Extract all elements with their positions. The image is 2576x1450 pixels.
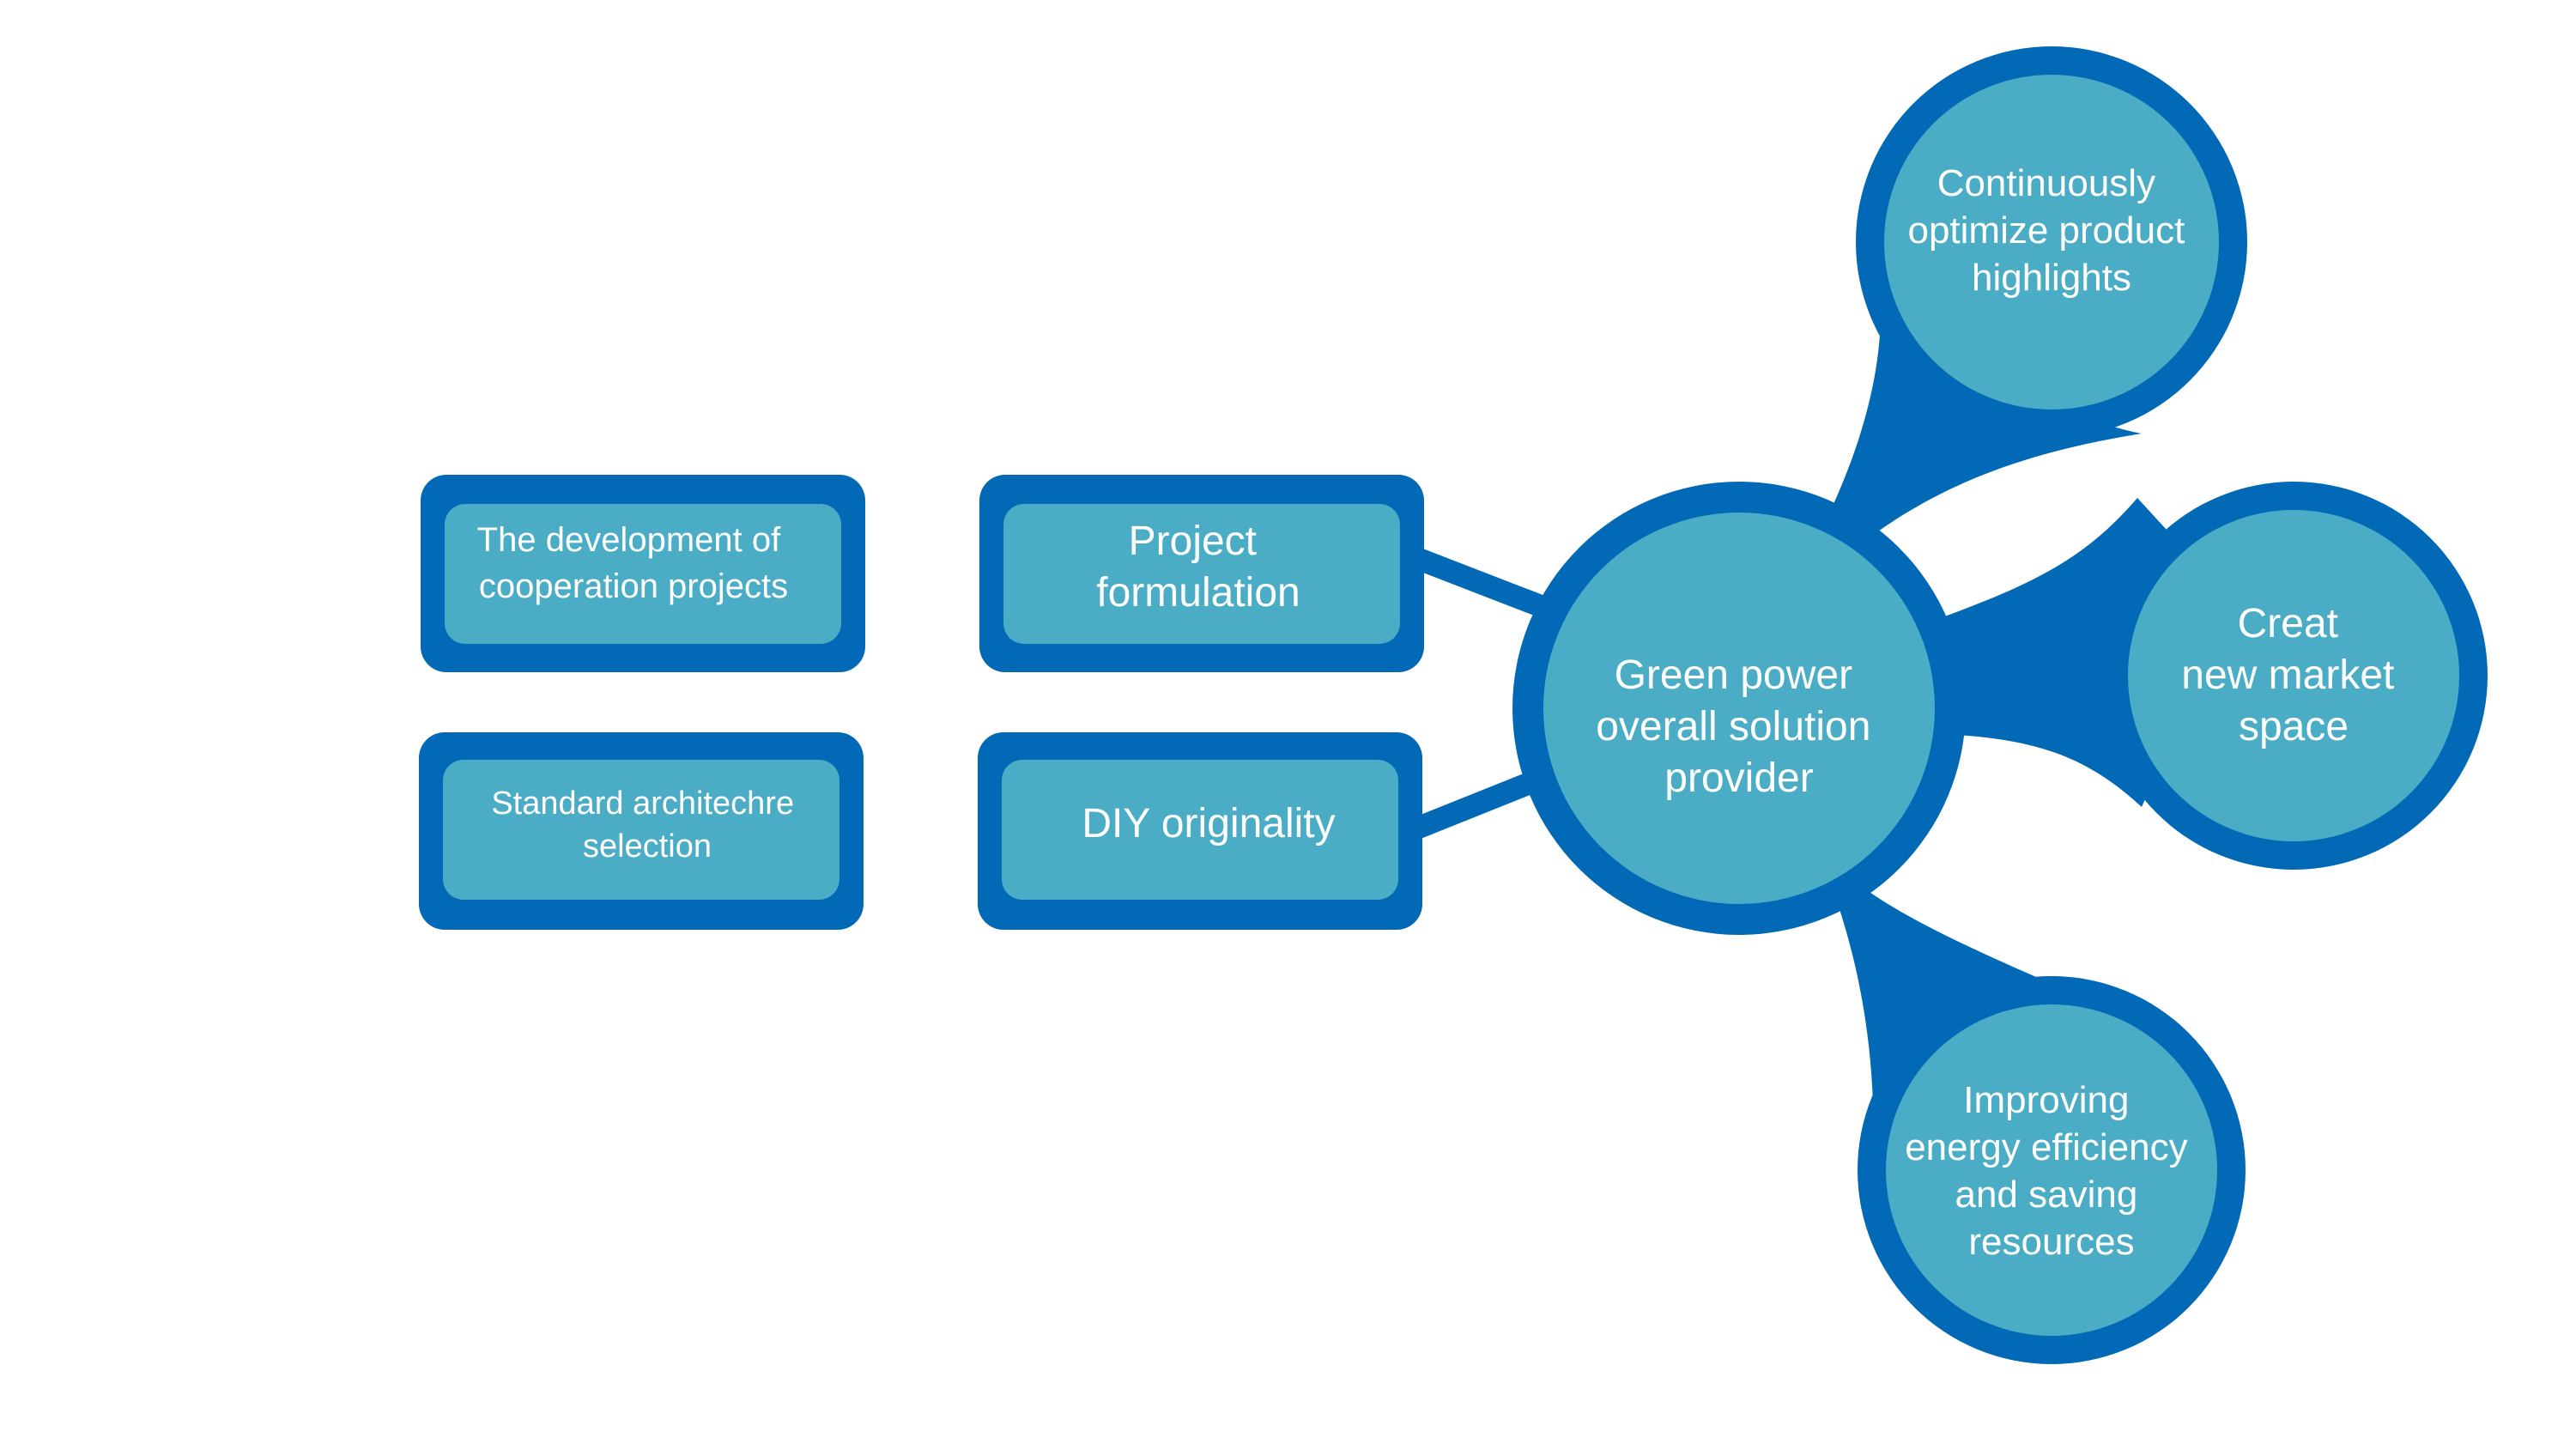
- center-inner: [1543, 513, 1935, 904]
- connector-project: [1405, 547, 1556, 619]
- center-label-line: provider: [1664, 755, 1813, 801]
- box-project-label: Project formulation: [1096, 519, 1300, 616]
- box-cooperation-label: The development of cooperation projects: [477, 521, 791, 605]
- box-cooperation-label-line: The development of: [477, 521, 781, 559]
- box-diy-label-line: DIY originality: [1082, 801, 1335, 846]
- box-project-label-line: formulation: [1096, 570, 1300, 616]
- box-project-inner: [1003, 504, 1400, 644]
- center-label-line: overall solution: [1596, 704, 1870, 749]
- petal-bottom-label-line: Improving: [1963, 1079, 2129, 1121]
- box-cooperation-inner: [445, 504, 841, 644]
- petal-top-label-line: optimize product: [1907, 209, 2185, 252]
- box-standard-label: Standard architechre selection: [491, 786, 803, 865]
- petal-right-label-line: Creat: [2238, 601, 2338, 646]
- connector-diy: [1405, 766, 1556, 840]
- box-diy-label: DIY originality: [1082, 801, 1335, 846]
- petal-bottom-label-line: and saving: [1955, 1174, 2137, 1216]
- petal-top-label-line: highlights: [1972, 257, 2131, 299]
- petal-bottom-label: Improving energy efficiency and saving r…: [1905, 1079, 2198, 1263]
- petal-bottom-inner: [1886, 1004, 2217, 1336]
- box-standard-label-line: Standard architechre: [491, 786, 794, 822]
- petal-top-label: Continuously optimize product highlights: [1907, 162, 2195, 299]
- petal-right-label-line: space: [2239, 704, 2349, 749]
- box-cooperation-label-line: cooperation projects: [479, 567, 788, 605]
- petal-bottom-label-line: resources: [1968, 1221, 2134, 1263]
- petal-right-label: Creat new market space: [2181, 601, 2405, 749]
- box-standard-inner: [443, 760, 839, 900]
- center-label-line: Green power: [1615, 652, 1852, 698]
- petal-bottom-label-line: energy efficiency: [1905, 1126, 2187, 1168]
- petal-right-label-line: new market: [2181, 652, 2394, 698]
- petal-top-inner: [1884, 75, 2219, 410]
- box-project-label-line: Project: [1129, 519, 1257, 564]
- box-standard-label-line: selection: [583, 828, 712, 865]
- center-label: Green power overall solution provider: [1596, 652, 1882, 801]
- petal-right-inner: [2128, 510, 2459, 841]
- petal-top-label-line: Continuously: [1937, 162, 2155, 204]
- box-diy-inner: [1002, 760, 1398, 900]
